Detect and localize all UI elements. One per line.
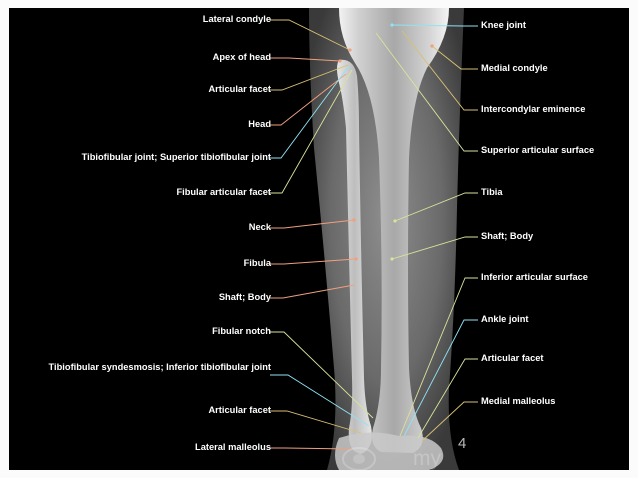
label-ankle-joint: Ankle joint [481, 314, 529, 324]
leader-superior-tibiofibular-joint [270, 65, 350, 159]
leader-lines [270, 19, 478, 450]
leader-apex-of-head [270, 57, 341, 62]
watermark-logo [342, 447, 376, 471]
xray-image-frame: my 4 Lateral condyle Apex of head Articu… [9, 8, 629, 471]
anchor-dots [338, 23, 434, 261]
label-intercondylar-eminence: Intercondylar eminence [481, 104, 586, 114]
leader-lateral-condyle [270, 19, 351, 51]
label-neck: Neck [248, 222, 271, 232]
leader-shaft-body-right [391, 236, 478, 260]
label-head: Head [248, 119, 271, 129]
leader-tibia [394, 192, 478, 222]
page-number: 4 [458, 435, 467, 452]
leader-medial-condyle [431, 45, 478, 70]
leader-articular-facet-upper [270, 64, 349, 91]
label-articular-facet-upper: Articular facet [208, 84, 271, 94]
leader-intercondylar-eminence [401, 30, 478, 111]
leader-ankle-joint [403, 319, 478, 437]
label-shaft-body-left: Shaft; Body [218, 292, 271, 302]
label-inferior-articular-surface: Inferior articular surface [481, 272, 588, 282]
fibula-bone [337, 59, 372, 455]
label-fibular-notch: Fibular notch [212, 326, 271, 336]
leader-head [270, 73, 347, 126]
leader-knee-joint [391, 24, 478, 27]
leader-lateral-malleolus [270, 447, 352, 450]
leader-superior-articular-surface [375, 32, 478, 152]
leader-fibular-notch [270, 331, 374, 419]
leader-inferior-articular-surface [399, 277, 478, 437]
leader-medial-malleolus [421, 401, 478, 442]
leg-xray-image [270, 8, 478, 470]
leader-inferior-tibiofibular-joint [270, 374, 370, 427]
label-medial-condyle: Medial condyle [481, 63, 548, 73]
label-superior-articular-surface: Superior articular surface [481, 145, 595, 155]
label-apex-of-head: Apex of head [212, 52, 271, 62]
label-articular-facet-lower: Articular facet [208, 405, 271, 415]
label-lateral-condyle: Lateral condyle [202, 14, 271, 24]
label-articular-facet-right: Articular facet [481, 353, 544, 363]
leader-fibular-articular-facet [270, 69, 353, 194]
leader-articular-facet-lower [270, 410, 362, 434]
leader-neck [270, 219, 355, 229]
talus-bone [335, 432, 444, 470]
leader-fibula [270, 258, 357, 265]
watermark-text: my [413, 447, 441, 470]
label-knee-joint: Knee joint [481, 20, 526, 30]
label-lateral-malleolus: Lateral malleolus [195, 442, 271, 452]
label-inferior-tibiofibular-joint: Tibiofibular syndesmosis; Inferior tibio… [48, 362, 271, 372]
label-medial-malleolus: Medial malleolus [481, 396, 556, 406]
leader-shaft-body-left [270, 284, 355, 299]
label-tibia: Tibia [481, 187, 503, 197]
label-superior-tibiofibular-joint: Tibiofibular joint; Superior tibiofibula… [81, 152, 271, 162]
leader-articular-facet-right [417, 358, 478, 439]
label-fibular-articular-facet: Fibular articular facet [176, 187, 271, 197]
label-fibula: Fibula [243, 258, 271, 268]
tibia-bone [339, 8, 449, 453]
label-shaft-body-right: Shaft; Body [481, 231, 534, 241]
